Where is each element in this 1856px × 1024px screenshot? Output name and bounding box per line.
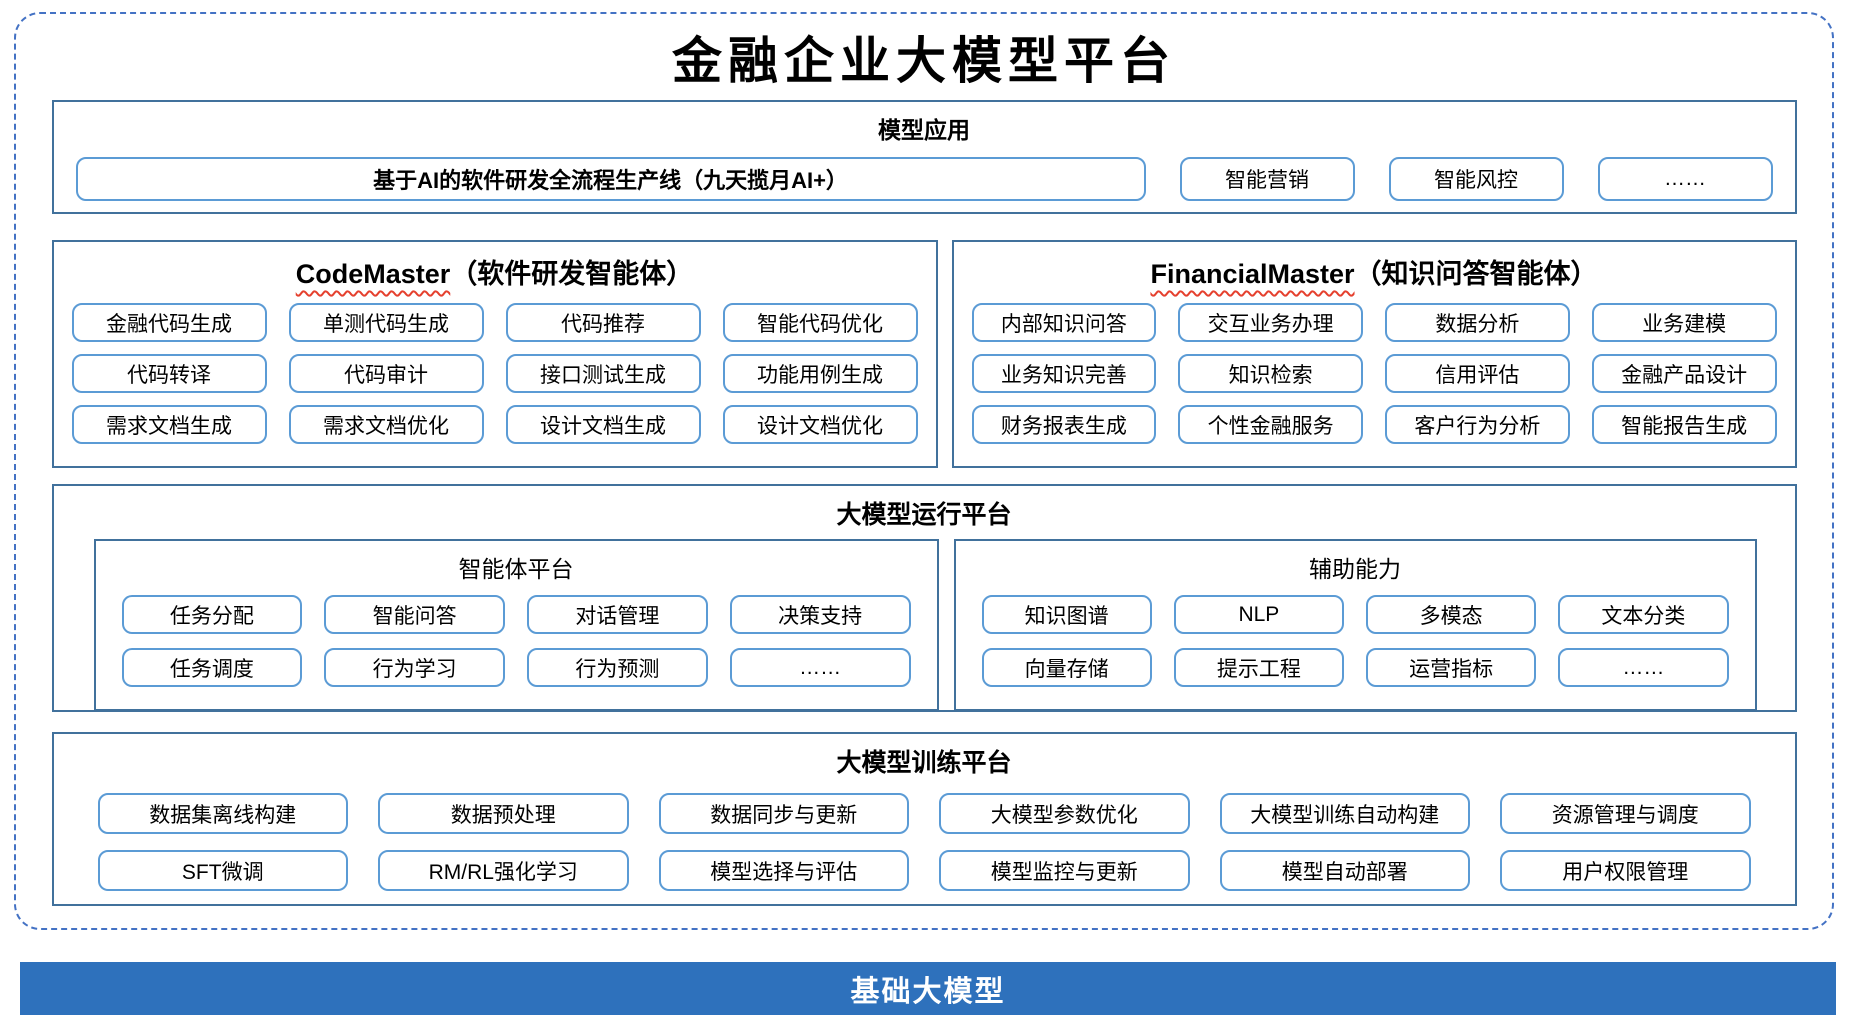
training-platform-section: 大模型训练平台 数据集离线构建数据预处理数据同步与更新大模型参数优化大模型训练自… bbox=[51, 732, 1797, 906]
financial-master-item: 数据分析 bbox=[1385, 303, 1570, 342]
auxiliary-item: 提示工程 bbox=[1173, 648, 1344, 687]
code-master-item: 设计文档优化 bbox=[722, 405, 918, 444]
runtime-platform-section: 大模型运行平台 智能体平台 任务分配智能问答对话管理决策支持任务调度行为学习行为… bbox=[51, 484, 1797, 712]
financial-master-item: 业务知识完善 bbox=[971, 354, 1157, 393]
code-master-item: 代码审计 bbox=[288, 354, 484, 393]
training-platform-item: 资源管理与调度 bbox=[1500, 793, 1751, 834]
code-master-box: CodeMaster（软件研发智能体） 金融代码生成单测代码生成代码推荐智能代码… bbox=[51, 240, 938, 468]
agent-platform-box: 智能体平台 任务分配智能问答对话管理决策支持任务调度行为学习行为预测 …… bbox=[93, 539, 939, 711]
auxiliary-item: 文本分类 bbox=[1558, 595, 1729, 634]
code-master-item: 代码转译 bbox=[71, 354, 267, 393]
financial-master-item: 财务报表生成 bbox=[971, 405, 1157, 444]
financial-master-item: 交互业务办理 bbox=[1178, 303, 1363, 342]
code-master-title-zh: （软件研发智能体） bbox=[450, 259, 694, 289]
agent-platform-item: …… bbox=[729, 648, 911, 687]
agent-platform-item: 行为预测 bbox=[527, 648, 708, 687]
financial-master-title: FinancialMaster（知识问答智能体） bbox=[954, 242, 1795, 291]
code-master-item: 单测代码生成 bbox=[288, 303, 484, 342]
financial-master-item: 个性金融服务 bbox=[1178, 405, 1363, 444]
training-platform-header: 大模型训练平台 bbox=[836, 749, 1012, 777]
agent-platform-header: 智能体平台 bbox=[458, 556, 574, 582]
financial-master-grid: 内部知识问答交互业务办理数据分析业务建模业务知识完善知识检索信用评估金融产品设计… bbox=[954, 291, 1795, 444]
agent-platform-item: 任务调度 bbox=[121, 648, 303, 687]
code-master-item: 设计文档生成 bbox=[505, 405, 701, 444]
model-app-item: 智能风控 bbox=[1388, 157, 1564, 201]
auxiliary-item: 知识图谱 bbox=[981, 595, 1152, 634]
code-master-title: CodeMaster（软件研发智能体） bbox=[54, 242, 936, 291]
agent-platform-item: 对话管理 bbox=[527, 595, 708, 634]
financial-master-item: 金融产品设计 bbox=[1591, 354, 1777, 393]
auxiliary-box: 辅助能力 知识图谱 NLP 多模态文本分类向量存储提示工程运营指标 …… bbox=[953, 539, 1757, 711]
agent-platform-item: 任务分配 bbox=[121, 595, 303, 634]
model-apps-section: 模型应用 基于AI的软件研发全流程生产线（九天揽月AI+） 智能营销智能风控 …… bbox=[51, 100, 1797, 214]
financial-master-item: 知识检索 bbox=[1178, 354, 1363, 393]
financial-master-item: 内部知识问答 bbox=[971, 303, 1157, 342]
model-apps-main-item: 基于AI的软件研发全流程生产线（九天揽月AI+） bbox=[75, 157, 1146, 201]
model-app-item: …… bbox=[1597, 157, 1773, 201]
auxiliary-item: …… bbox=[1558, 648, 1729, 687]
model-apps-row: 基于AI的软件研发全流程生产线（九天揽月AI+） 智能营销智能风控 …… bbox=[54, 145, 1795, 201]
training-platform-item: RM/RL强化学习 bbox=[378, 850, 629, 891]
agent-platform-item: 行为学习 bbox=[324, 648, 505, 687]
model-apps-items: 智能营销智能风控 …… bbox=[1179, 157, 1773, 201]
foundation-model-bar: 基础大模型 bbox=[20, 962, 1836, 1015]
page-title: 金融企业大模型平台 bbox=[672, 31, 1176, 90]
auxiliary-header: 辅助能力 bbox=[1309, 556, 1401, 582]
foundation-model-label: 基础大模型 bbox=[850, 975, 1006, 1008]
auxiliary-item: 向量存储 bbox=[981, 648, 1152, 687]
auxiliary-item: 运营指标 bbox=[1366, 648, 1537, 687]
training-platform-item: 大模型参数优化 bbox=[939, 793, 1190, 834]
financial-master-box: FinancialMaster（知识问答智能体） 内部知识问答交互业务办理数据分… bbox=[951, 240, 1797, 468]
financial-master-item: 业务建模 bbox=[1591, 303, 1777, 342]
auxiliary-item: 多模态 bbox=[1366, 595, 1537, 634]
code-master-item: 金融代码生成 bbox=[71, 303, 267, 342]
model-apps-header: 模型应用 bbox=[878, 117, 970, 143]
training-platform-item: 模型自动部署 bbox=[1219, 850, 1470, 891]
code-master-item: 需求文档优化 bbox=[288, 405, 484, 444]
financial-master-item: 信用评估 bbox=[1385, 354, 1570, 393]
training-platform-item: 数据同步与更新 bbox=[658, 793, 909, 834]
runtime-platform-header: 大模型运行平台 bbox=[836, 501, 1012, 529]
platform-outer-frame: 金融企业大模型平台 模型应用 基于AI的软件研发全流程生产线（九天揽月AI+） … bbox=[14, 12, 1834, 930]
code-master-item: 功能用例生成 bbox=[722, 354, 918, 393]
code-master-item: 代码推荐 bbox=[505, 303, 701, 342]
code-master-item: 智能代码优化 bbox=[722, 303, 918, 342]
code-master-item: 接口测试生成 bbox=[505, 354, 701, 393]
financial-master-title-en: FinancialMaster bbox=[1150, 259, 1355, 289]
agents-row: CodeMaster（软件研发智能体） 金融代码生成单测代码生成代码推荐智能代码… bbox=[51, 240, 1797, 468]
code-master-title-en: CodeMaster bbox=[295, 259, 451, 289]
financial-master-item: 智能报告生成 bbox=[1591, 405, 1777, 444]
training-platform-item: 数据预处理 bbox=[378, 793, 629, 834]
financial-master-title-zh: （知识问答智能体） bbox=[1354, 259, 1598, 289]
training-platform-item: 大模型训练自动构建 bbox=[1219, 793, 1470, 834]
training-platform-grid: 数据集离线构建数据预处理数据同步与更新大模型参数优化大模型训练自动构建资源管理与… bbox=[54, 779, 1795, 891]
training-platform-item: 用户权限管理 bbox=[1500, 850, 1751, 891]
runtime-row: 智能体平台 任务分配智能问答对话管理决策支持任务调度行为学习行为预测 …… 辅助能… bbox=[54, 531, 1795, 711]
code-master-item: 需求文档生成 bbox=[71, 405, 267, 444]
training-platform-item: 模型选择与评估 bbox=[658, 850, 909, 891]
training-platform-item: SFT微调 bbox=[97, 850, 348, 891]
financial-master-item: 客户行为分析 bbox=[1385, 405, 1570, 444]
code-master-grid: 金融代码生成单测代码生成代码推荐智能代码优化代码转译代码审计接口测试生成功能用例… bbox=[54, 291, 936, 444]
model-app-item: 智能营销 bbox=[1179, 157, 1355, 201]
agent-platform-item: 决策支持 bbox=[729, 595, 911, 634]
auxiliary-grid: 知识图谱 NLP 多模态文本分类向量存储提示工程运营指标 …… bbox=[956, 584, 1755, 687]
agent-platform-grid: 任务分配智能问答对话管理决策支持任务调度行为学习行为预测 …… bbox=[96, 584, 937, 687]
training-platform-item: 数据集离线构建 bbox=[97, 793, 348, 834]
agent-platform-item: 智能问答 bbox=[324, 595, 505, 634]
training-platform-item: 模型监控与更新 bbox=[939, 850, 1190, 891]
auxiliary-item: NLP bbox=[1173, 595, 1344, 634]
